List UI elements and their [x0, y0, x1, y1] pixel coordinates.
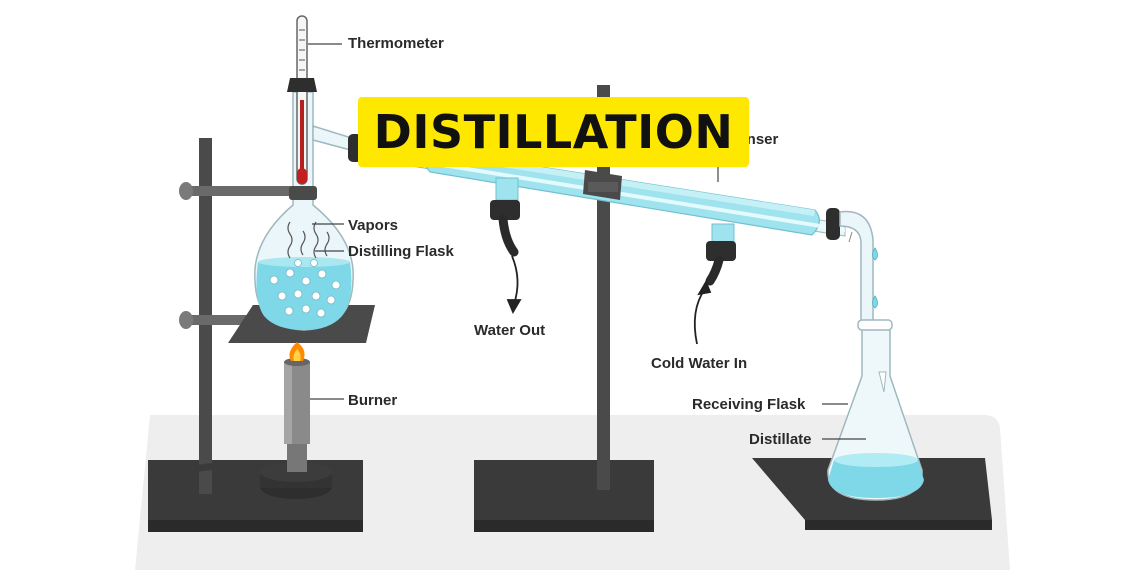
- distilling-flask-label: Distilling Flask: [348, 243, 454, 260]
- water-out-label: Water Out: [474, 322, 546, 339]
- thermometer-label: Thermometer: [348, 35, 444, 52]
- bunsen-burner: [163, 342, 332, 499]
- leader-lines: [310, 166, 866, 440]
- receiving-flask: [752, 319, 992, 530]
- distilling-flask: [254, 91, 362, 331]
- vapors-label: Vapors: [348, 217, 399, 234]
- burner-label: Burner: [348, 392, 398, 409]
- receiving-flask-label: Receiving Flask: [692, 396, 806, 413]
- flow-arrows: [506, 255, 712, 345]
- thermometer: [287, 15, 342, 185]
- vapor-wisps: [287, 221, 330, 259]
- condenser: [361, 145, 874, 323]
- page-title: DISTILLATION: [373, 105, 734, 159]
- cold-water-in-label: Cold Water In: [651, 355, 748, 372]
- distillate-label: Distillate: [749, 431, 812, 448]
- title-banner: DISTILLATION: [358, 97, 749, 167]
